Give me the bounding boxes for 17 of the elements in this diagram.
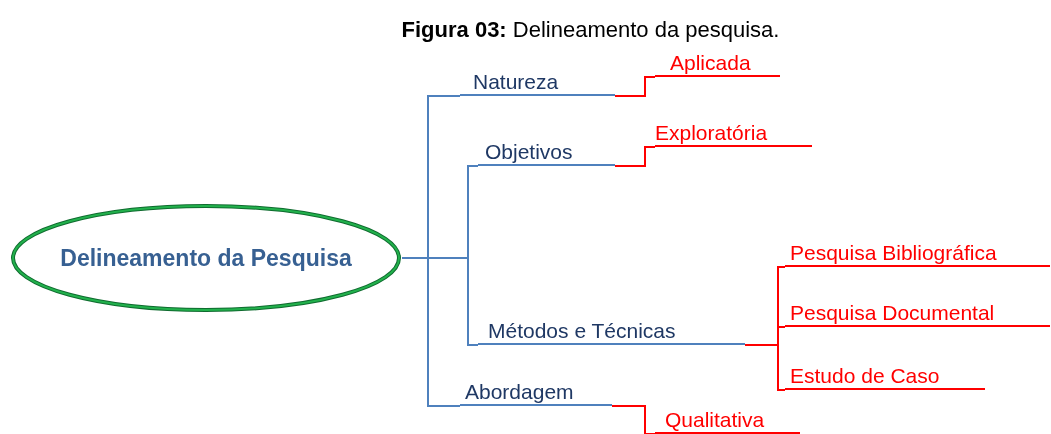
leaf-label: Pesquisa Bibliográfica xyxy=(785,241,1050,267)
leaf-label: Pesquisa Documental xyxy=(785,301,1050,327)
branch-label: Métodos e Técnicas xyxy=(478,319,745,345)
connector-line xyxy=(611,405,656,434)
connector-line xyxy=(744,344,786,391)
topic-label: Delineamento da Pesquisa xyxy=(60,243,352,273)
branch-label: Natureza xyxy=(460,70,615,96)
leaf-label: Aplicada xyxy=(655,51,780,77)
leaf-label: Qualitativa xyxy=(655,408,800,434)
connector-line xyxy=(614,76,656,97)
leaf-label: Estudo de Caso xyxy=(785,364,985,390)
topic-ellipse xyxy=(10,203,402,313)
figure-title: Figura 03: Delineamento da pesquisa. xyxy=(400,16,781,44)
branch-label: Objetivos xyxy=(478,140,615,166)
branch-label: Abordagem xyxy=(460,380,612,406)
connector-line xyxy=(614,146,656,167)
leaf-label: Exploratória xyxy=(655,121,812,147)
